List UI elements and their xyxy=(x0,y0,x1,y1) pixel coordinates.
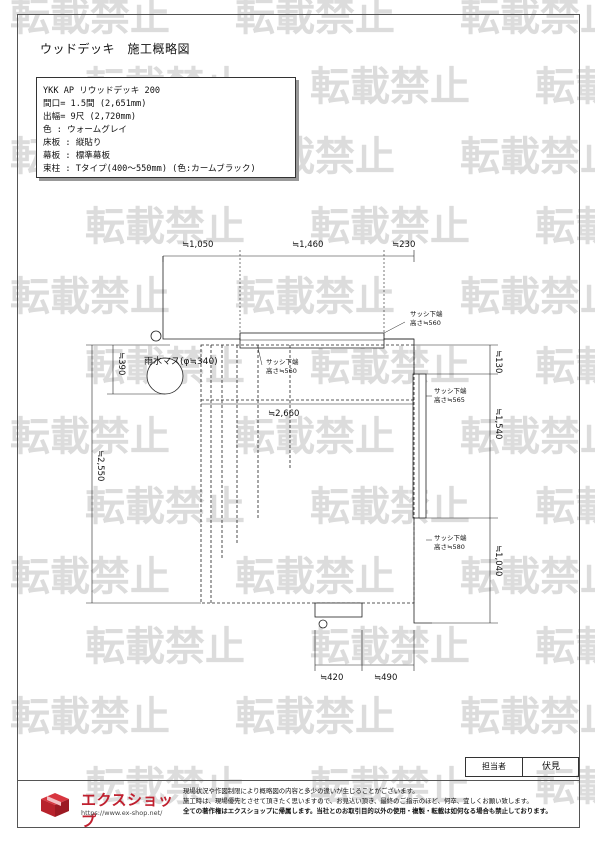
spec-line: 間口= 1.5間 (2,651mm) xyxy=(43,99,147,109)
company-logo: エクスショップ https://www.ex-shop.net/ xyxy=(37,787,187,830)
signature-box: 担当者 伏見 xyxy=(465,757,579,777)
signature-name: 伏見 xyxy=(541,762,560,772)
spec-line: 出幅= 9尺 (2,720mm) xyxy=(43,112,137,122)
sash-window xyxy=(412,373,427,519)
dim-top xyxy=(162,250,415,340)
signature-label: 担当者 xyxy=(466,758,523,776)
logo-url: https://www.ex-shop.net/ xyxy=(81,809,163,817)
dim-label: ≒130 xyxy=(493,350,503,373)
dim-label: ≒1,540 xyxy=(493,408,503,439)
dim-label: ≒2,550 xyxy=(95,450,105,481)
footer: エクスショップ https://www.ex-shop.net/ 現場状況や作図… xyxy=(17,780,580,830)
sash-label: 高さ≒565 xyxy=(434,395,465,404)
dim-label: ≒1,050 xyxy=(182,240,213,250)
dim-right xyxy=(414,344,498,624)
sash-label: 高さ≒580 xyxy=(434,542,465,551)
drawing-sheet xyxy=(17,14,580,828)
sash-label: 高さ≒560 xyxy=(266,366,297,375)
footer-note: 全ての著作権はエクスショップに帰属します。当社とのお取引目的以外の使用・複製・転… xyxy=(183,807,552,815)
sash-window xyxy=(239,332,385,349)
footer-note: 現場状況や作図制限により概略図の内容と多少の違いが生じることがございます。 xyxy=(183,787,419,795)
spec-line: 束柱 : Tタイプ(400～550mm) (色:カームブラック) xyxy=(43,164,256,174)
rain-basin-label: 雨水マス(φ≒340) xyxy=(144,355,218,367)
page-title: ウッドデッキ 施工概略図 xyxy=(40,42,191,56)
sash-label: サッシ下端 xyxy=(434,533,467,542)
spec-line: 幕板 : 標準幕板 xyxy=(43,151,111,161)
dim-left xyxy=(86,344,201,604)
spec-line: YKK AP リウッドデッキ 200 xyxy=(43,86,161,96)
dim-bottom xyxy=(314,630,415,671)
small-pipe xyxy=(150,330,162,342)
house-wall xyxy=(162,256,240,340)
footer-note: 施工時は、現場優先とさせて頂きたく思いますので、お見込い頂き、最終のご指示のほど… xyxy=(183,797,533,805)
dim-label: ≒2,660 xyxy=(268,409,299,419)
dim-label: ≒1,040 xyxy=(493,545,503,576)
step xyxy=(314,602,363,618)
dim-label: ≒390 xyxy=(116,352,126,375)
dim-label: ≒420 xyxy=(320,673,343,683)
dim-label: ≒1,460 xyxy=(292,240,323,250)
logo-text: エクスショップ xyxy=(81,791,174,830)
sash-label: サッシ下端 xyxy=(266,357,299,366)
deck-outline xyxy=(200,344,415,604)
box-icon xyxy=(41,793,69,817)
spec-box: YKK AP リウッドデッキ 200 間口= 1.5間 (2,651mm) 出幅… xyxy=(36,77,296,178)
small-pipe xyxy=(318,619,328,629)
sash-label: サッシ下端 xyxy=(434,386,467,395)
spec-line: 色 : ウォームグレイ xyxy=(43,125,128,135)
sash-label: サッシ下端 xyxy=(410,309,443,318)
dim-label: ≒230 xyxy=(392,240,415,250)
spec-line: 床板 : 縦貼り xyxy=(43,138,102,148)
sash-label: 高さ≒560 xyxy=(410,318,441,327)
dim-label: ≒490 xyxy=(374,673,397,683)
